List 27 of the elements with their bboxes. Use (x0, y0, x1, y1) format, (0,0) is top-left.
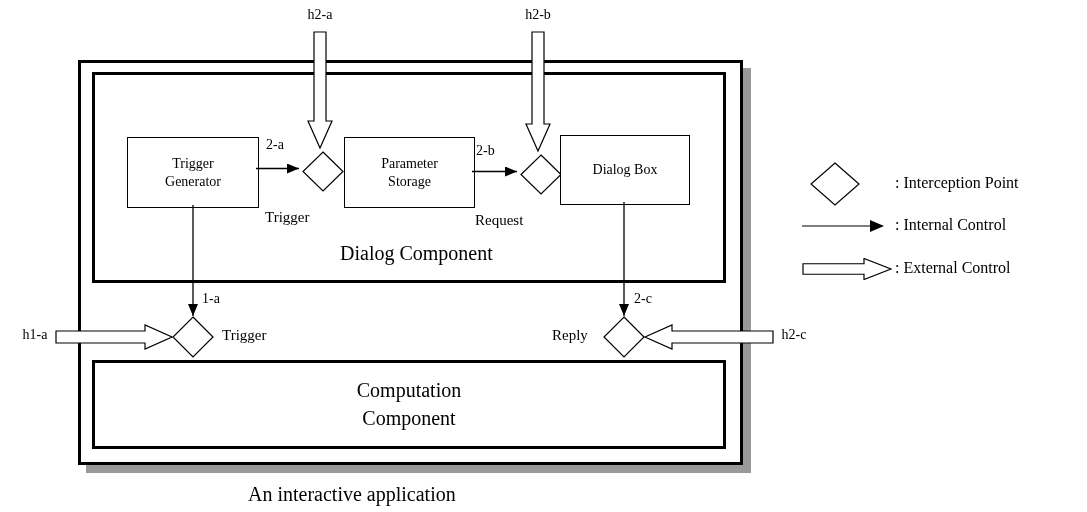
interception-diamond (172, 316, 214, 358)
point-label: Reply (552, 326, 588, 345)
interception-diamond (603, 316, 645, 358)
legend-text: : Interception Point (895, 173, 1019, 193)
hollow-arrow (643, 324, 774, 350)
control-label: h1-a (14, 326, 56, 348)
hollow-arrow (525, 31, 551, 153)
interception-diamond (520, 154, 562, 195)
arrow (471, 166, 518, 177)
control-label: h2-a (298, 6, 342, 32)
process-box: Trigger Generator (127, 137, 259, 208)
component-title: Dialog Component (340, 241, 493, 266)
component-box: Computation Component (92, 360, 726, 449)
legend-text: : External Control (895, 258, 1011, 278)
legend-text: : Internal Control (895, 215, 1007, 235)
control-label: h2-c (773, 326, 815, 348)
hollow-arrow (307, 31, 333, 150)
point-label: Trigger (265, 208, 310, 227)
arrow (188, 204, 198, 317)
point-label: Trigger (222, 326, 267, 345)
arrow (255, 163, 300, 174)
control-label: h2-b (516, 6, 560, 32)
point-label: Request (475, 211, 524, 230)
interception-diamond (302, 151, 344, 192)
application-caption: An interactive application (248, 482, 456, 507)
hollow-arrow (55, 324, 174, 350)
arrow (619, 201, 629, 317)
